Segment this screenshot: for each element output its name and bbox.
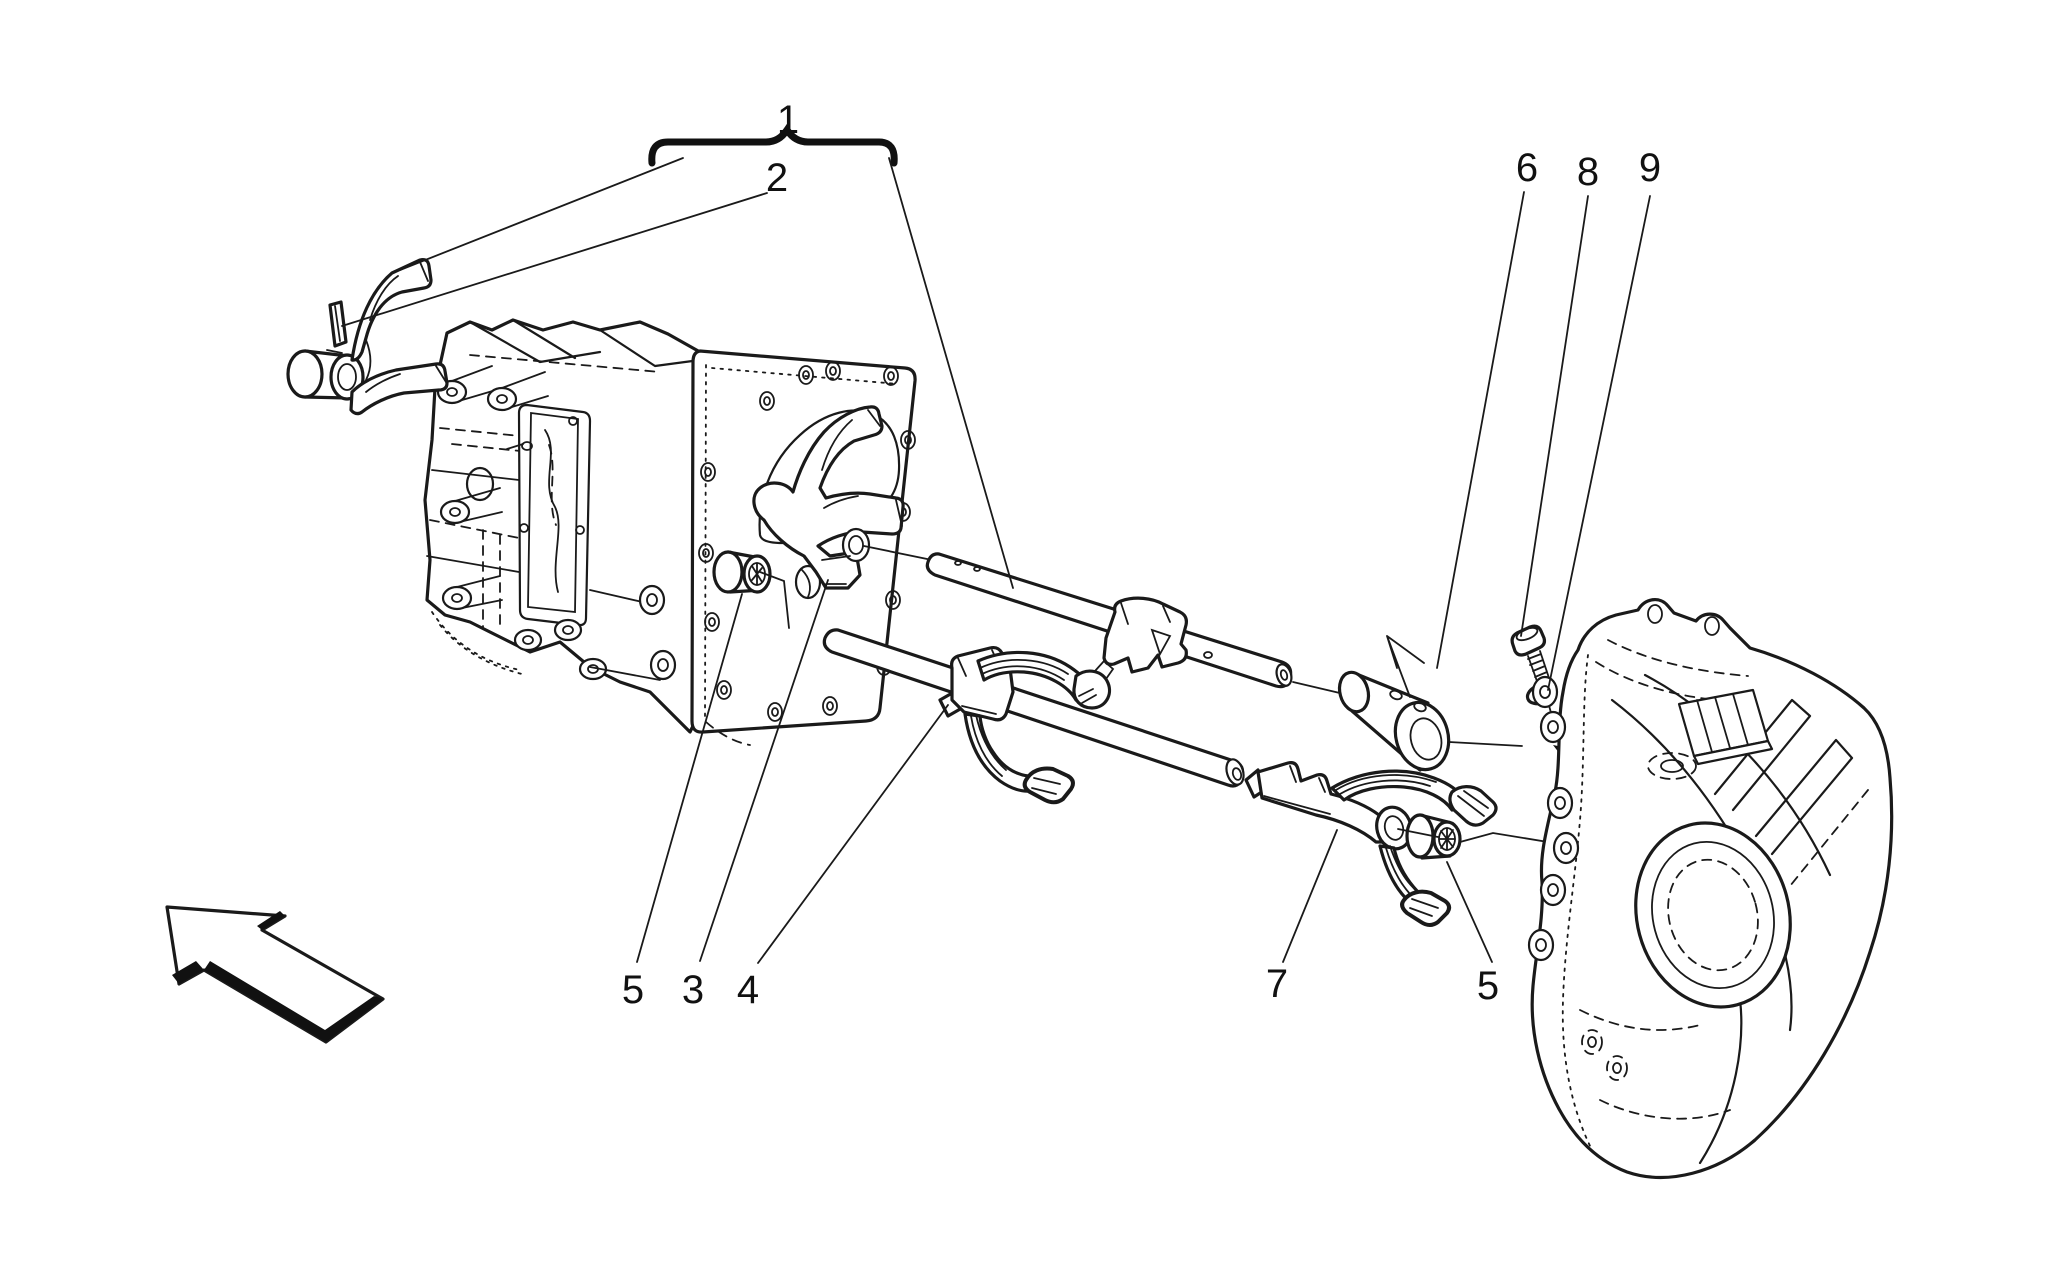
selector-rod-lower — [822, 628, 1245, 788]
bushing-left — [712, 550, 790, 629]
callout-1-label: 1 — [777, 98, 799, 142]
callout-4-label: 4 — [737, 968, 759, 1012]
housing-bore — [1634, 821, 1792, 1009]
bolt — [1510, 624, 1550, 685]
right-flange-bosses — [1527, 675, 1628, 1081]
direction-arrow — [165, 905, 385, 1044]
shift-fork-right — [1244, 761, 1561, 927]
shift-fork-inner — [752, 405, 933, 590]
selector-rod-upper — [925, 552, 1345, 695]
callout-labels: 1 2 3 4 5 5 6 7 8 9 — [622, 98, 1661, 1012]
shift-fork-with-pin — [286, 258, 449, 416]
callout-7-label: 7 — [1266, 962, 1288, 1006]
callout-9-label: 9 — [1639, 146, 1661, 190]
callout-6-label: 6 — [1516, 146, 1538, 190]
leader-lines — [341, 157, 1651, 964]
callout-bracket — [648, 123, 898, 167]
callout-5-left-label: 5 — [622, 968, 644, 1012]
right-gearbox-housing — [1527, 598, 1894, 1179]
shift-fork-middle — [938, 645, 1115, 805]
spacer-sleeve — [1337, 635, 1523, 772]
callout-3-label: 3 — [682, 968, 704, 1012]
callout-5-right-label: 5 — [1477, 964, 1499, 1008]
callout-2-label: 2 — [766, 156, 788, 200]
callout-8-label: 8 — [1577, 150, 1599, 194]
